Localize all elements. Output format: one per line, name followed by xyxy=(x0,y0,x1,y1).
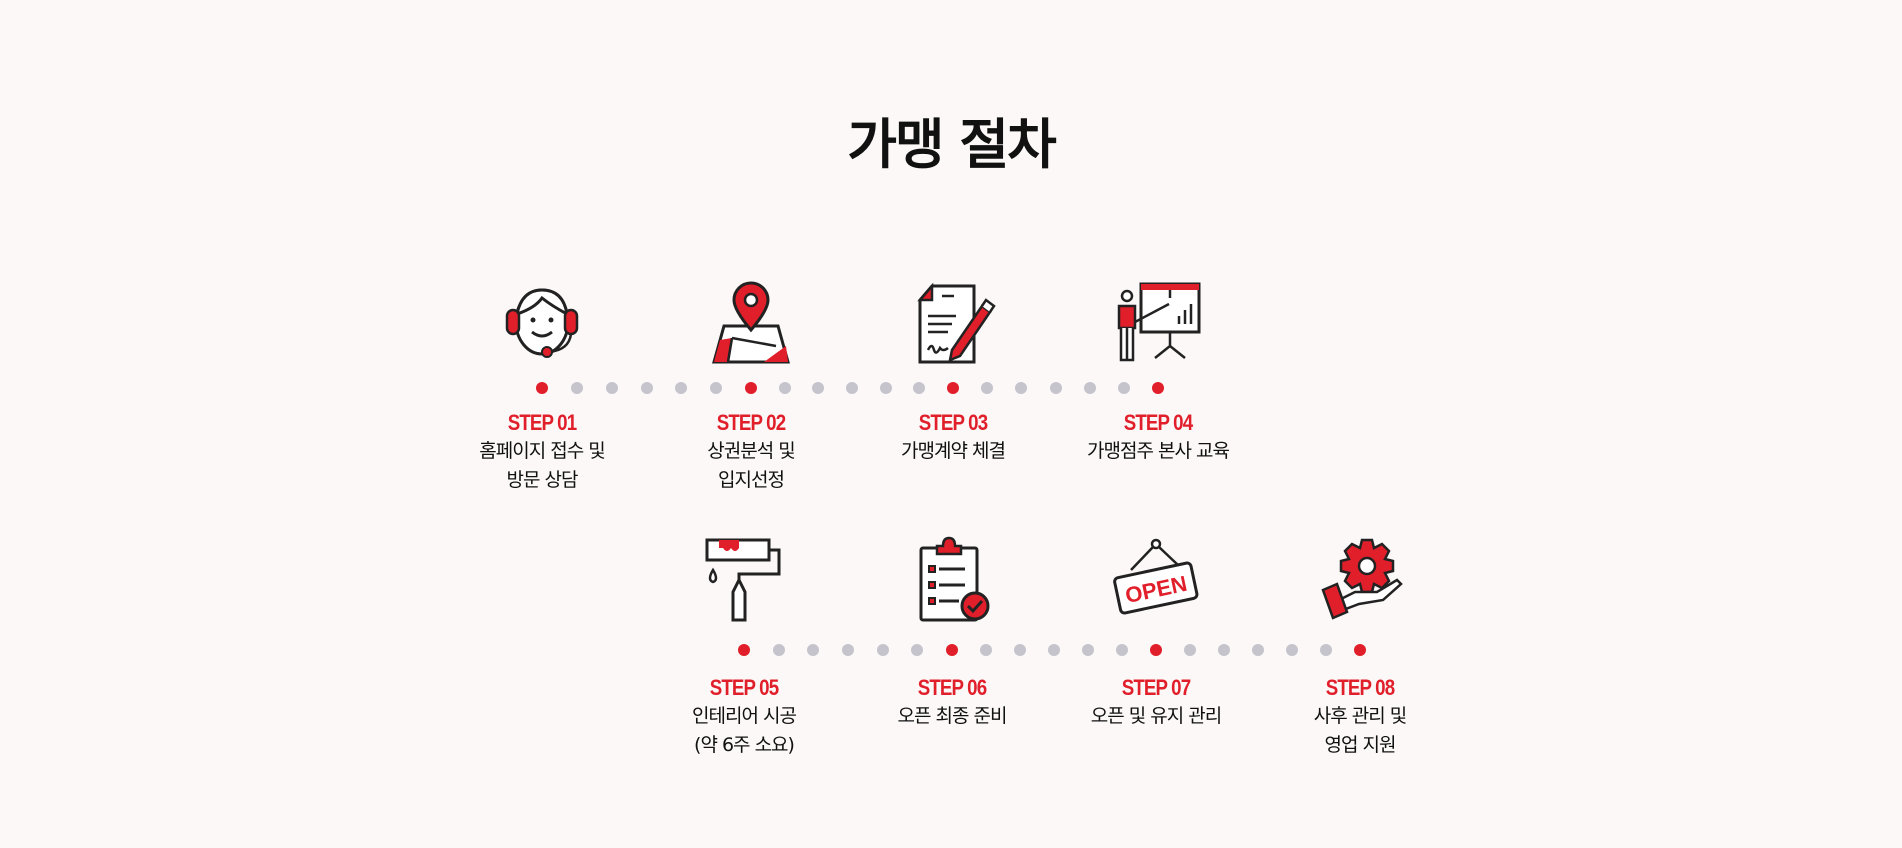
timeline-dot xyxy=(1252,644,1264,656)
timeline-dot xyxy=(1117,382,1130,394)
step-desc-line: 오픈 최종 준비 xyxy=(897,705,1008,727)
step-04: STEP 04 가맹점주 본사 교육 xyxy=(1048,410,1268,465)
timeline-dot xyxy=(846,382,858,394)
step-label: STEP 03 xyxy=(918,410,988,435)
step-label: STEP 08 xyxy=(1325,675,1395,700)
timeline-dot xyxy=(1218,644,1230,656)
timeline-dot xyxy=(1048,644,1060,656)
headset-agent-icon xyxy=(497,276,587,366)
step-03: STEP 03 가맹계약 체결 xyxy=(843,410,1063,465)
timeline-dot xyxy=(1049,382,1062,394)
timeline-dot xyxy=(570,382,583,394)
step-08: STEP 08 사후 관리 및 영업 지원 xyxy=(1250,675,1470,759)
step-label: STEP 07 xyxy=(1121,675,1191,700)
timeline-step-dot xyxy=(745,382,757,394)
step-desc-line: 영업 지원 xyxy=(1324,734,1397,756)
timeline-dot xyxy=(812,382,825,394)
map-pin-icon xyxy=(706,276,796,366)
step-desc-line: 사후 관리 및 xyxy=(1313,705,1407,727)
step-label: STEP 05 xyxy=(709,675,779,700)
timeline-step-dot xyxy=(1150,644,1162,656)
timeline-step-dot xyxy=(1354,644,1366,656)
gear-hand-icon xyxy=(1315,534,1405,624)
timeline-dot xyxy=(778,382,791,394)
step-desc-line: (약 6주 소요) xyxy=(694,734,795,756)
step-07: STEP 07 오픈 및 유지 관리 xyxy=(1046,675,1266,730)
paint-roller-icon xyxy=(699,534,789,624)
step-label: STEP 06 xyxy=(917,675,987,700)
step-desc-line: 오픈 및 유지 관리 xyxy=(1090,705,1222,727)
step-06: STEP 06 오픈 최종 준비 xyxy=(842,675,1062,730)
step-label: STEP 01 xyxy=(507,410,577,435)
clipboard-check-icon xyxy=(907,534,997,624)
step-01: STEP 01 홈페이지 접수 및 방문 상담 xyxy=(432,410,652,494)
timeline-dot xyxy=(981,382,994,394)
step-desc-line: 상권분석 및 xyxy=(707,440,795,462)
timeline-dot xyxy=(911,644,924,656)
step-label: STEP 04 xyxy=(1123,410,1193,435)
timeline-dot xyxy=(1083,382,1096,394)
step-05: STEP 05 인테리어 시공 (약 6주 소요) xyxy=(634,675,854,759)
timeline-dot xyxy=(710,382,723,394)
timeline-dot xyxy=(1015,382,1028,394)
timeline-step-dot xyxy=(738,644,750,656)
timeline-dot xyxy=(980,644,992,656)
step-02: STEP 02 상권분석 및 입지선정 xyxy=(641,410,861,494)
timeline-dot xyxy=(640,382,653,394)
timeline-dot xyxy=(605,382,618,394)
timeline-dot xyxy=(1286,644,1298,656)
timeline-dot xyxy=(1082,644,1094,656)
step-desc-line: 가맹점주 본사 교육 xyxy=(1087,440,1230,462)
timeline-dot xyxy=(1184,644,1196,656)
open-sign-icon: OPEN xyxy=(1111,534,1201,624)
step-desc-line: 방문 상담 xyxy=(506,469,579,491)
timeline-dot xyxy=(807,644,820,656)
timeline-dot xyxy=(675,382,688,394)
timeline-step-dot xyxy=(946,644,958,656)
step-label: STEP 02 xyxy=(716,410,786,435)
page-title: 가맹 절차 xyxy=(847,113,1057,176)
step-desc-line: 입지선정 xyxy=(718,469,785,491)
contract-pen-icon xyxy=(908,276,998,366)
timeline-dot xyxy=(913,382,926,394)
timeline-dot xyxy=(879,382,892,394)
timeline-dot xyxy=(772,644,785,656)
timeline-step-dot xyxy=(536,382,548,394)
step-desc-line: 인테리어 시공 xyxy=(692,705,797,727)
presentation-board-icon xyxy=(1113,276,1203,366)
timeline-dot xyxy=(876,644,889,656)
timeline-step-dot xyxy=(1152,382,1164,394)
timeline-dot xyxy=(1014,644,1026,656)
timeline-dot xyxy=(842,644,854,656)
timeline-dot xyxy=(1116,644,1128,656)
timeline-step-dot xyxy=(947,382,959,394)
step-desc-line: 홈페이지 접수 및 xyxy=(479,440,605,462)
step-desc-line: 가맹계약 체결 xyxy=(901,440,1006,462)
timeline-dot xyxy=(1320,644,1332,656)
